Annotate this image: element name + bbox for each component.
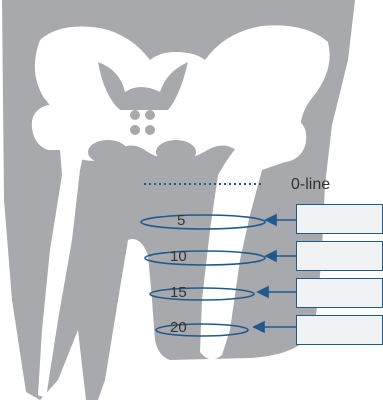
measurement-input-10[interactable] (296, 241, 383, 271)
measurement-label-5: 5 (177, 213, 185, 228)
measurement-label-15: 15 (170, 285, 187, 300)
zero-line-label: 0-line (291, 177, 330, 193)
measurement-input-20[interactable] (296, 315, 383, 345)
measurement-input-5[interactable] (296, 204, 383, 234)
measurement-label-10: 10 (170, 249, 187, 264)
measurement-label-20: 20 (170, 320, 187, 335)
measurement-input-15[interactable] (296, 278, 383, 308)
